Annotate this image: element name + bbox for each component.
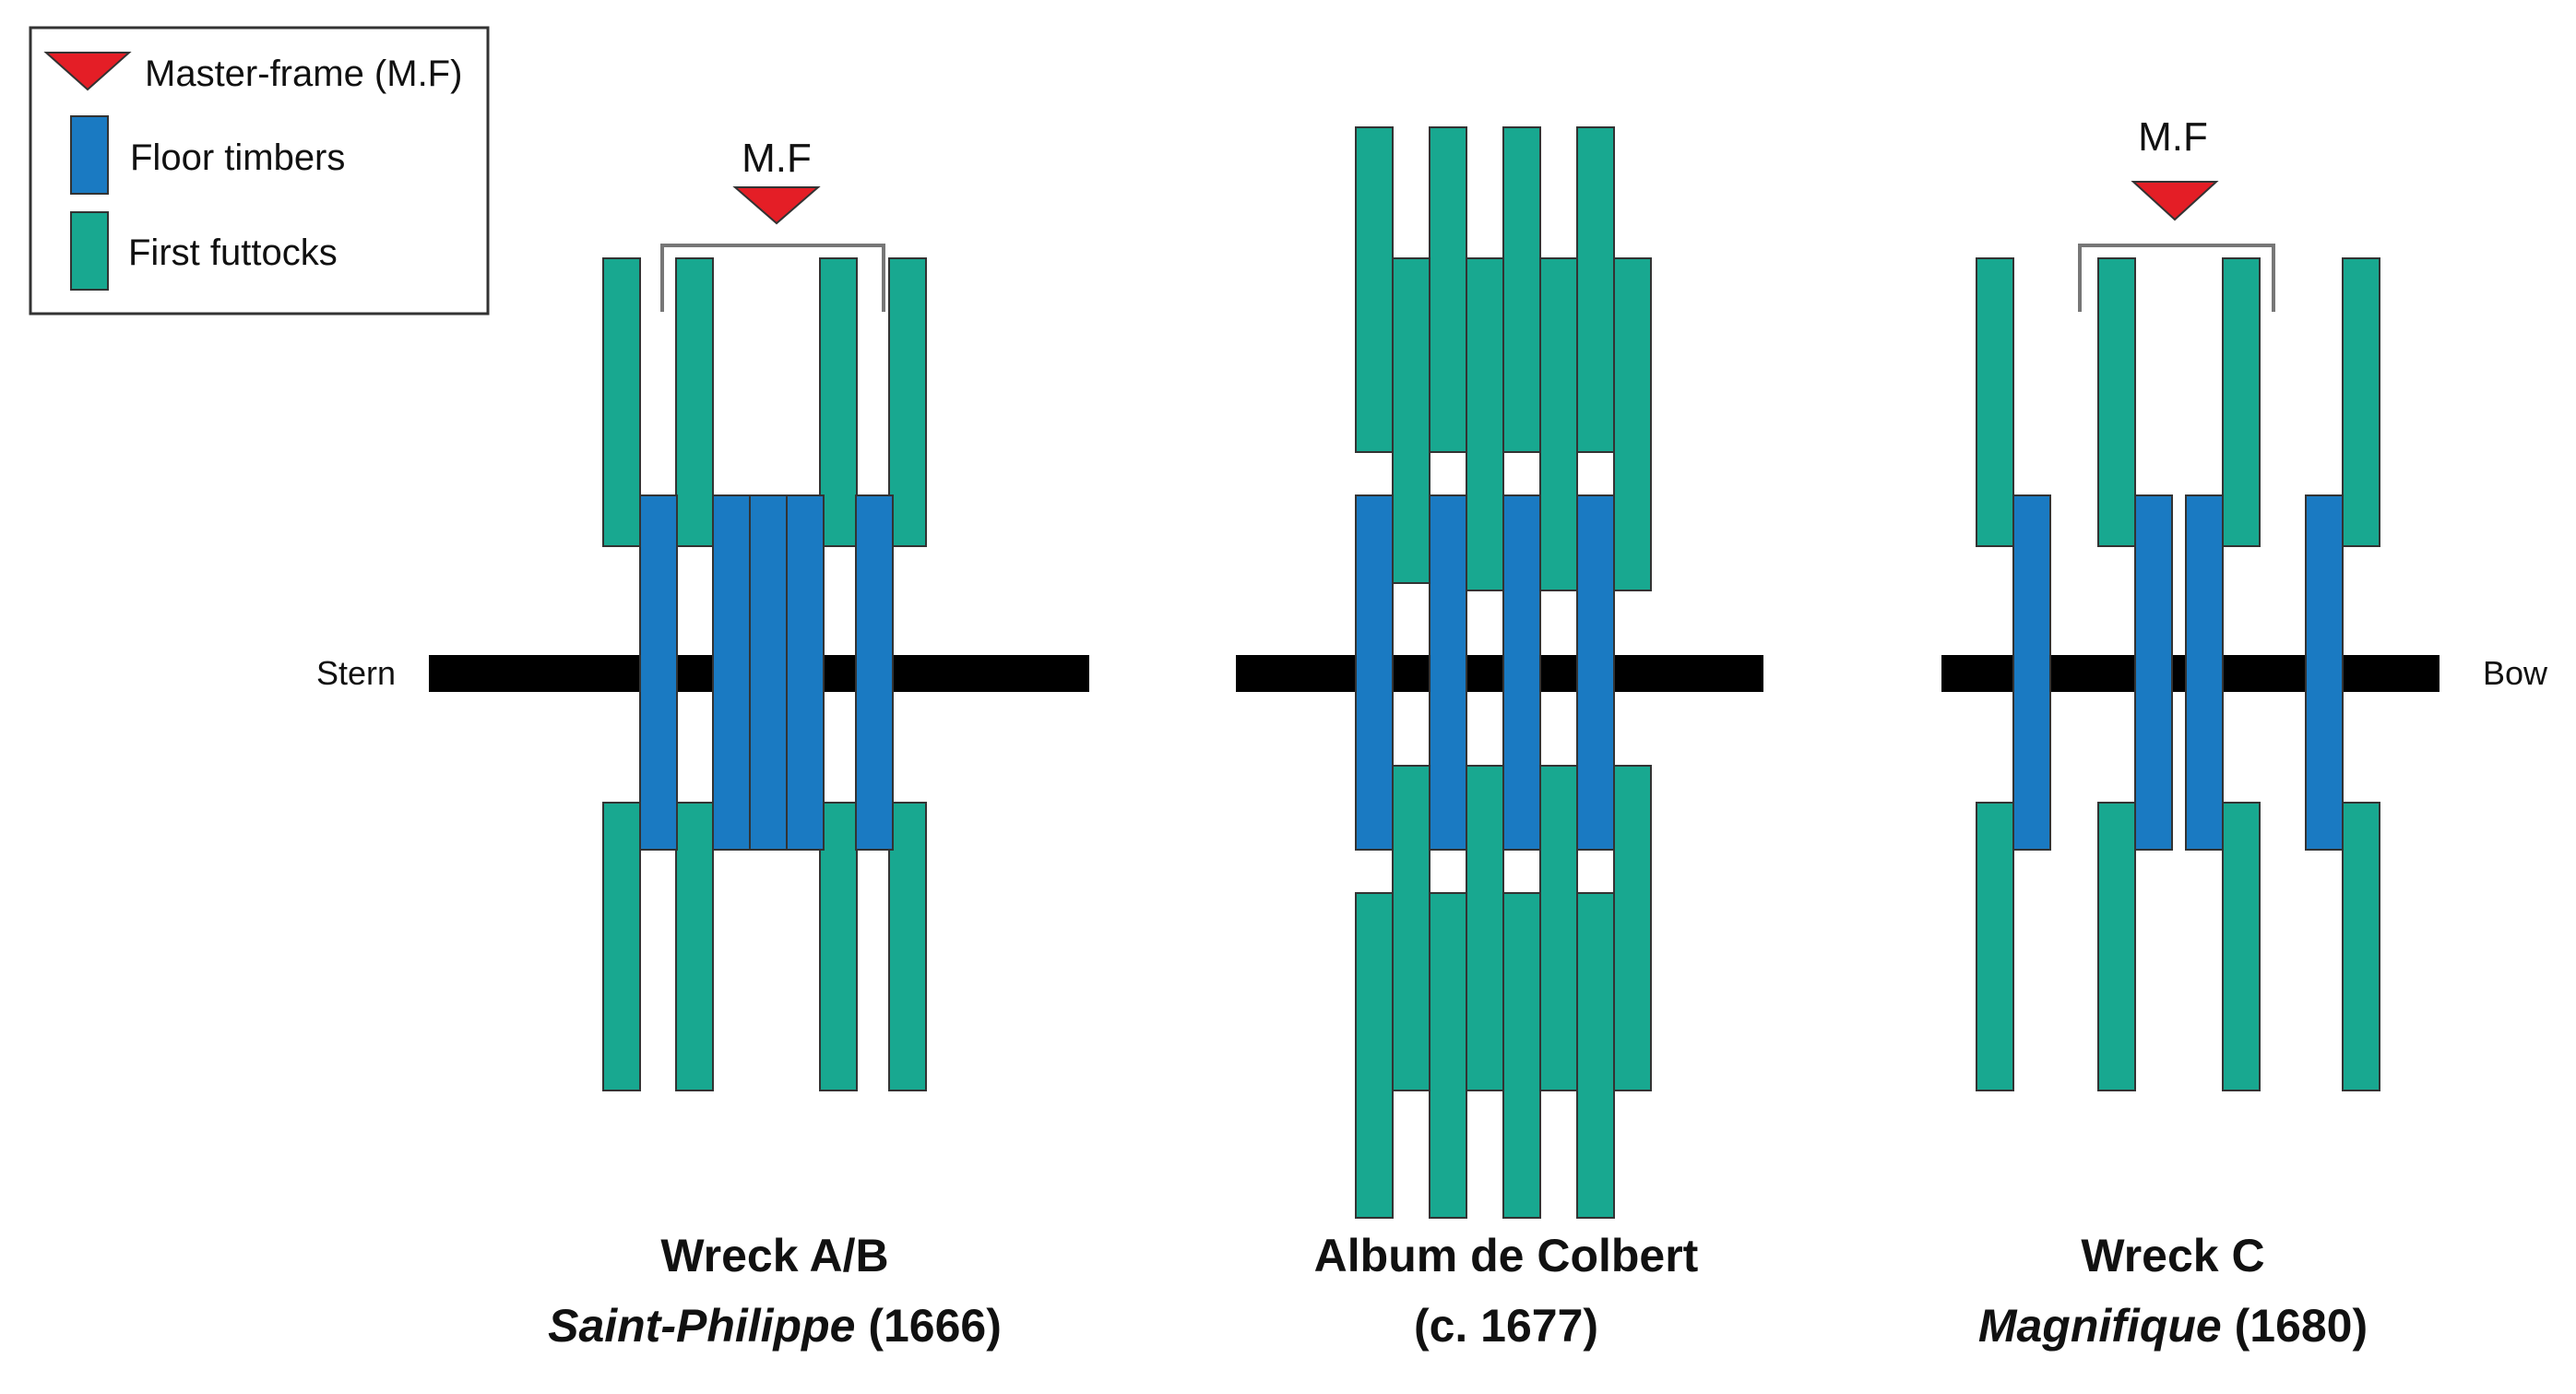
- first-futtock: [1429, 892, 1467, 1219]
- first-futtock: [1613, 257, 1652, 591]
- first-futtock: [888, 802, 927, 1091]
- floor-timber: [786, 494, 825, 851]
- wreck-ab-subtitle: Saint-Philippe (1666): [548, 1300, 1002, 1352]
- floor-timber: [1429, 494, 1467, 851]
- floor-timber: [2012, 494, 2051, 851]
- first-futtock: [2342, 257, 2380, 547]
- floor-timber: [2134, 494, 2173, 851]
- first-futtock: [1576, 892, 1615, 1219]
- panel-album-de-colbert: Album de Colbert (c. 1677): [1236, 126, 1763, 1352]
- first-futtock: [1539, 257, 1578, 591]
- first-futtock: [1613, 765, 1652, 1091]
- legend-master-frame-label: Master-frame (M.F): [145, 54, 462, 94]
- legend: Master-frame (M.F) Floor timbers First f…: [29, 26, 490, 316]
- first-futtock: [1502, 892, 1541, 1219]
- first-futtock: [888, 257, 927, 547]
- stern-label: Stern: [316, 654, 396, 692]
- first-futtock: [602, 257, 641, 547]
- wreck-c-title: Wreck C: [2081, 1230, 2264, 1281]
- first-futtock: [1502, 126, 1541, 453]
- bow-label: Bow: [2483, 654, 2548, 692]
- floor-timber: [712, 494, 751, 851]
- first-futtock: [1976, 802, 2014, 1091]
- floor-timber: [1576, 494, 1615, 851]
- first-futtock: [2097, 802, 2136, 1091]
- legend-first-futtocks-label: First futtocks: [128, 232, 338, 273]
- floor-timber: [749, 494, 788, 851]
- floor-timber: [2305, 494, 2344, 851]
- wreck-c-subtitle: Magnifique (1680): [1978, 1300, 2368, 1352]
- wreck-ab-year: (1666): [855, 1300, 1001, 1352]
- wreck-ab-title: Wreck A/B: [660, 1230, 888, 1281]
- first-futtock: [1466, 257, 1504, 591]
- first-futtock: [2342, 802, 2380, 1091]
- wreck-ab-ship-name: Saint-Philippe: [548, 1300, 855, 1352]
- first-futtock: [1355, 892, 1394, 1219]
- first-futtock: [1392, 257, 1430, 584]
- wreck-c-ship-name: Magnifique: [1978, 1300, 2222, 1352]
- floor-timber: [2185, 494, 2224, 851]
- first-futtock-legend-icon: [70, 211, 109, 291]
- first-futtock: [2222, 257, 2261, 547]
- first-futtock: [1392, 765, 1430, 1091]
- first-futtock: [1576, 126, 1615, 453]
- first-futtock: [1466, 765, 1504, 1091]
- keel-bar: [1236, 655, 1763, 692]
- first-futtock: [1976, 257, 2014, 547]
- master-frame-marker-icon: [732, 186, 821, 225]
- first-futtock: [1355, 126, 1394, 453]
- colbert-title: Album de Colbert: [1314, 1230, 1699, 1281]
- first-futtock: [819, 257, 858, 547]
- master-frame-legend-icon: [43, 52, 132, 91]
- floor-timber: [1355, 494, 1394, 851]
- first-futtock: [819, 802, 858, 1091]
- colbert-year: (c. 1677): [1414, 1300, 1598, 1352]
- first-futtock: [1539, 765, 1578, 1091]
- master-frame-bracket: [2078, 244, 2275, 312]
- first-futtock: [2222, 802, 2261, 1091]
- panel-wreck-c: Bow M.F Wreck C Magnifique (1680): [1941, 114, 2548, 1352]
- legend-floor-timbers-label: Floor timbers: [130, 137, 345, 178]
- first-futtock: [2097, 257, 2136, 547]
- floor-timber-legend-icon: [70, 115, 109, 195]
- master-frame-bracket: [660, 244, 885, 312]
- first-futtock: [675, 257, 714, 547]
- floor-timber: [1502, 494, 1541, 851]
- master-frame-marker-label: M.F: [2138, 114, 2208, 160]
- first-futtock: [675, 802, 714, 1091]
- wreck-c-year: (1680): [2222, 1300, 2368, 1352]
- panel-wreck-ab: Stern M.F Wreck A/B Saint-Philippe (1666…: [316, 136, 1089, 1352]
- master-frame-marker-icon: [2131, 181, 2219, 221]
- first-futtock: [1429, 126, 1467, 453]
- floor-timber: [639, 494, 678, 851]
- master-frame-marker-label: M.F: [742, 136, 812, 181]
- floor-timber: [855, 494, 894, 851]
- first-futtock: [602, 802, 641, 1091]
